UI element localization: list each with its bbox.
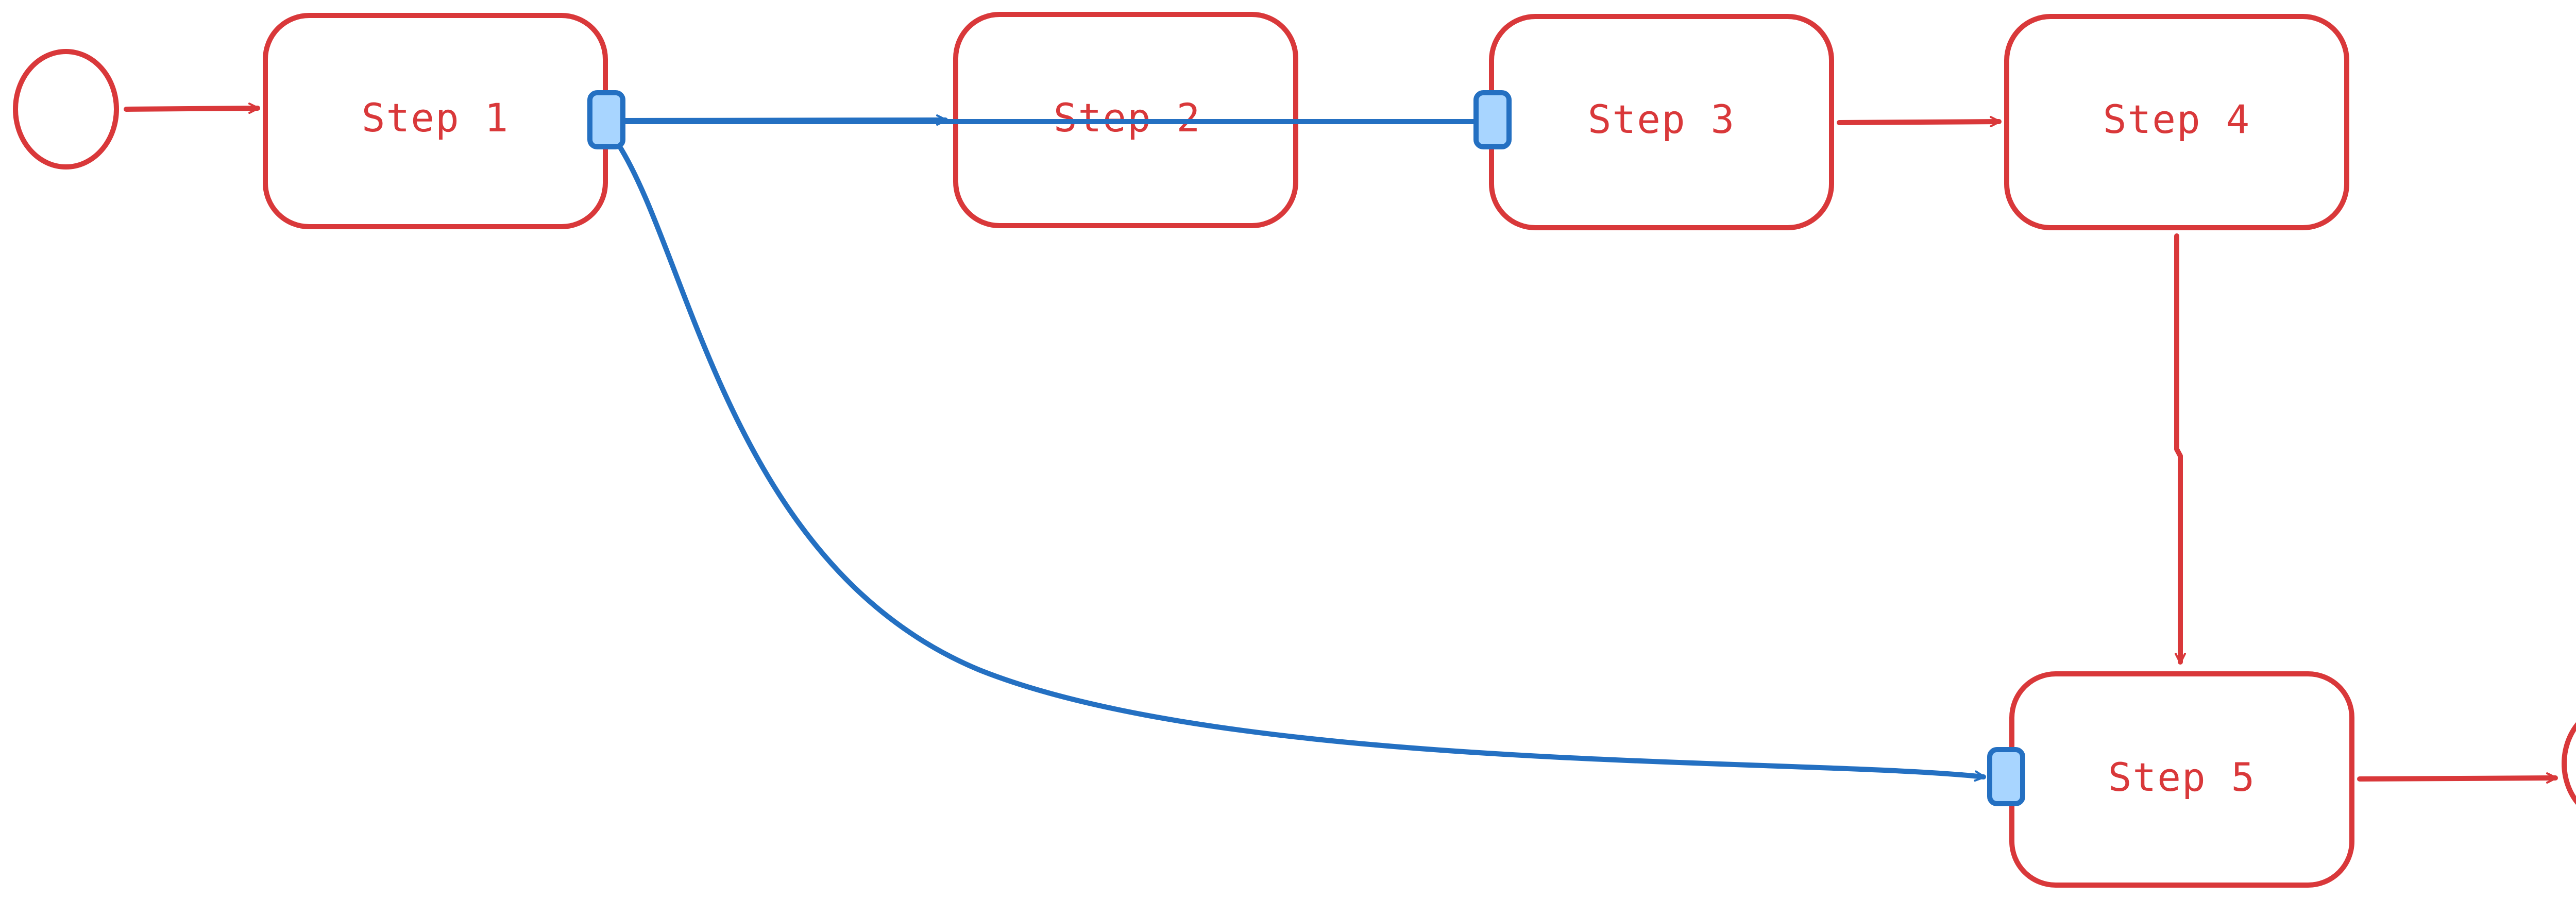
step-3-node: Step 3 — [1489, 14, 1834, 230]
edge-start-to-step1 — [124, 103, 260, 114]
edge-step3-to-step4 — [1837, 116, 2002, 128]
edge-step5-to-end — [2357, 772, 2558, 784]
step-3-label: Step 3 — [1588, 96, 1736, 142]
end-state-circle — [2562, 722, 2576, 805]
edge-step4-to-step5 — [2174, 233, 2186, 665]
start-state-circle — [13, 49, 119, 169]
step-5-input-port[interactable] — [1987, 747, 2025, 806]
step-2-label: Step 2 — [1054, 95, 1201, 141]
step-1-node: Step 1 — [263, 13, 608, 229]
step-4-label: Step 4 — [2103, 96, 2251, 142]
edge-step1-to-step5 — [616, 142, 1986, 782]
step-4-box — [2004, 14, 2349, 230]
step-5-label: Step 5 — [2108, 754, 2256, 800]
step-4-node: Step 4 — [2004, 14, 2349, 230]
step-1-label: Step 1 — [362, 95, 510, 141]
step-3-input-port[interactable] — [1473, 90, 1512, 149]
step-5-node: Step 5 — [2009, 671, 2354, 888]
step-1-output-port[interactable] — [587, 90, 625, 149]
